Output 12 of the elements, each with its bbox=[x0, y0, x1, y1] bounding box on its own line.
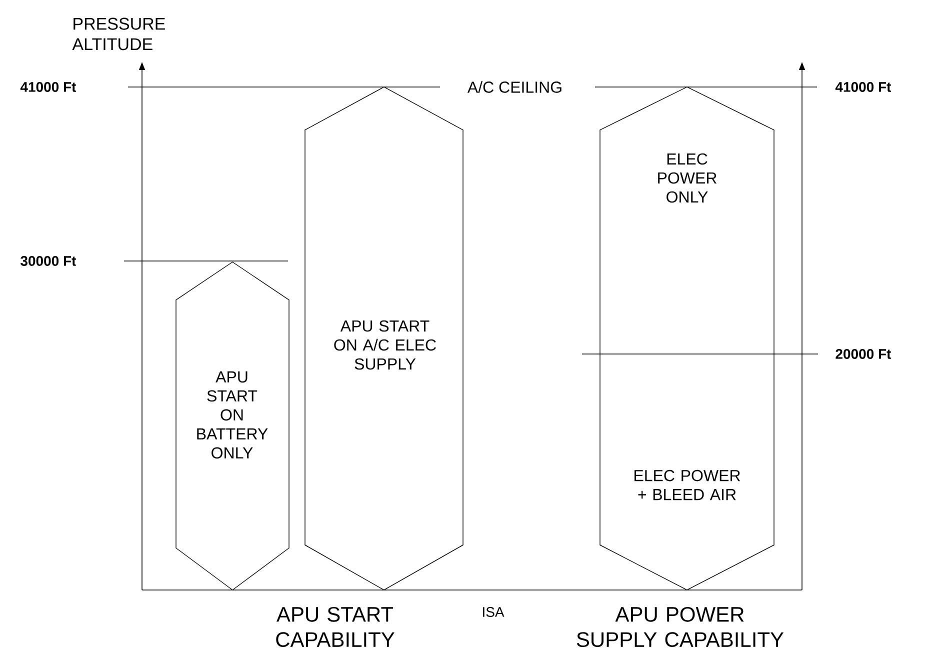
tick-label: 20000 Ft bbox=[836, 349, 892, 359]
bar-label: APU START ON BATTERY ONLY bbox=[197, 371, 268, 459]
bar-label: APU START ON A/C ELEC SUPPLY bbox=[334, 320, 436, 370]
tick-label: 41000 Ft bbox=[20, 82, 76, 92]
bar-label: ELEC POWER ONLY bbox=[658, 153, 716, 203]
bar-label: ELEC POWER + BLEED AIR bbox=[634, 470, 740, 500]
category-label: APU START CAPABILITY bbox=[276, 606, 394, 648]
axis-label: ISA bbox=[483, 607, 504, 617]
ceiling-label: A/C CEILING bbox=[467, 81, 562, 93]
axis-title: PRESSURE ALTITUDE bbox=[72, 18, 165, 50]
tick-label: 30000 Ft bbox=[20, 256, 76, 266]
tick-label: 41000 Ft bbox=[835, 82, 892, 92]
